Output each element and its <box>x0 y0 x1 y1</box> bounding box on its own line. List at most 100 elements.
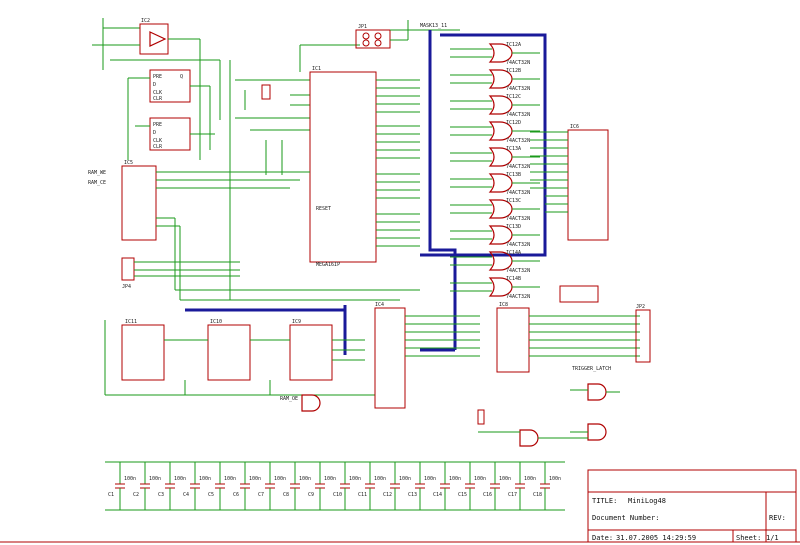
svg-text:Q: Q <box>180 74 183 80</box>
ic2-label: IC2 <box>141 18 150 24</box>
gate-label: IC14A <box>506 250 521 256</box>
capacitor-value: 100n <box>549 476 561 482</box>
svg-text:CLR: CLR <box>153 96 163 102</box>
rev-label: REV: <box>769 514 786 522</box>
svg-text:CLK: CLK <box>153 90 162 96</box>
capacitor-label: C2 <box>133 492 139 498</box>
counters: IC11 IC10 IC9 <box>104 319 375 396</box>
mcu-pins-right <box>376 79 420 247</box>
decoupling-capacitor: C17 100n <box>508 462 536 510</box>
decoupling-capacitor: C5 100n <box>208 462 236 510</box>
reset-label: RESET <box>316 206 331 212</box>
gate-label: IC12C <box>506 94 521 100</box>
capacitor-label: C14 <box>433 492 442 498</box>
ram-oe-label: RAM_OE <box>280 396 298 402</box>
ic8-label: IC8 <box>499 302 508 308</box>
decoupling-capacitor: C11 100n <box>358 462 386 510</box>
date-value: 31.07.2005 14:29:59 <box>616 534 696 542</box>
sheet-label: Sheet: <box>736 534 761 542</box>
trigger-latch-label: TRIGGER_LATCH <box>572 366 611 372</box>
capacitor-label: C3 <box>158 492 164 498</box>
gate-part: 74ACT32N <box>506 112 530 118</box>
capacitor-label: C10 <box>333 492 342 498</box>
ic11-label: IC11 <box>125 319 137 325</box>
ic8: IC8 JP2 TRIGGER_LATCH <box>496 285 651 373</box>
gate-label: IC13A <box>506 146 521 152</box>
gate-label: IC14B <box>506 276 521 282</box>
ic4-ram: IC4 <box>374 302 480 409</box>
gate-label: IC13D <box>506 224 521 230</box>
ram-ce-label: RAM_CE <box>88 180 106 186</box>
svg-text:PRE: PRE <box>153 74 162 80</box>
ic6-connector: IC6 <box>530 124 609 241</box>
capacitor-label: C1 <box>108 492 114 498</box>
decoupling-capacitor: C8 100n <box>283 462 311 510</box>
capacitor-label: C11 <box>358 492 367 498</box>
or-gate: IC14A 74ACT32N <box>450 250 540 274</box>
or-gate: IC12C 74ACT32N <box>450 94 540 118</box>
clock-section: IC2 PRE D CLK CLR Q PRE D CLK CLR <box>92 18 221 160</box>
capacitor-value: 100n <box>274 476 286 482</box>
gate-part: 74ACT32N <box>506 60 530 66</box>
capacitor-value: 100n <box>399 476 411 482</box>
capacitor-label: C18 <box>533 492 542 498</box>
capacitor-label: C16 <box>483 492 492 498</box>
svg-text:CLK: CLK <box>153 138 162 144</box>
capacitor-label: C7 <box>258 492 264 498</box>
ic1-label: IC1 <box>312 66 321 72</box>
jp2-label: JP2 <box>636 304 645 310</box>
title-value: MiniLog48 <box>628 497 666 505</box>
mcu-part: MEGA16IP <box>316 262 340 268</box>
ram-we-label: RAM_WE <box>88 170 106 176</box>
mask-label: MASK13_11 <box>420 23 447 29</box>
date-label: Date: <box>592 534 613 542</box>
capacitor-label: C5 <box>208 492 214 498</box>
gate-label: IC13B <box>506 172 521 178</box>
capacitor-value: 100n <box>149 476 161 482</box>
capacitor-value: 100n <box>524 476 536 482</box>
gate-part: 74ACT32N <box>506 216 530 222</box>
capacitor-value: 100n <box>374 476 386 482</box>
ic10-label: IC10 <box>210 319 222 325</box>
gate-part: 74ACT32N <box>506 138 530 144</box>
decoupling-capacitor: C10 100n <box>333 462 361 510</box>
title-label: TITLE: <box>592 497 617 505</box>
capacitor-value: 100n <box>349 476 361 482</box>
ic5: IC5 RAM_WE RAM_CE JP4 <box>88 160 420 301</box>
capacitor-label: C12 <box>383 492 392 498</box>
gate-part: 74ACT32N <box>506 268 530 274</box>
decoupling-capacitor: C12 100n <box>383 462 411 510</box>
decoupling-row: C1100nC2100nC3100nC4100nC5100nC6100nC710… <box>105 461 565 511</box>
or-gate: IC13D 74ACT32N <box>450 224 540 248</box>
svg-text:PRE: PRE <box>153 122 162 128</box>
capacitor-label: C8 <box>283 492 289 498</box>
capacitor-label: C17 <box>508 492 517 498</box>
capacitor-value: 100n <box>224 476 236 482</box>
capacitor-value: 100n <box>199 476 211 482</box>
capacitor-value: 100n <box>299 476 311 482</box>
jp4-label: JP4 <box>122 284 131 290</box>
capacitor-label: C6 <box>233 492 239 498</box>
jp1: JP1 MASK13_11 <box>355 20 460 49</box>
gate-part: 74ACT32N <box>506 242 530 248</box>
capacitor-value: 100n <box>424 476 436 482</box>
title-block: TITLE: MiniLog48 Document Number: REV: D… <box>0 469 800 543</box>
svg-text:D: D <box>153 82 156 88</box>
capacitor-label: C9 <box>308 492 314 498</box>
jp1-label: JP1 <box>358 24 367 30</box>
